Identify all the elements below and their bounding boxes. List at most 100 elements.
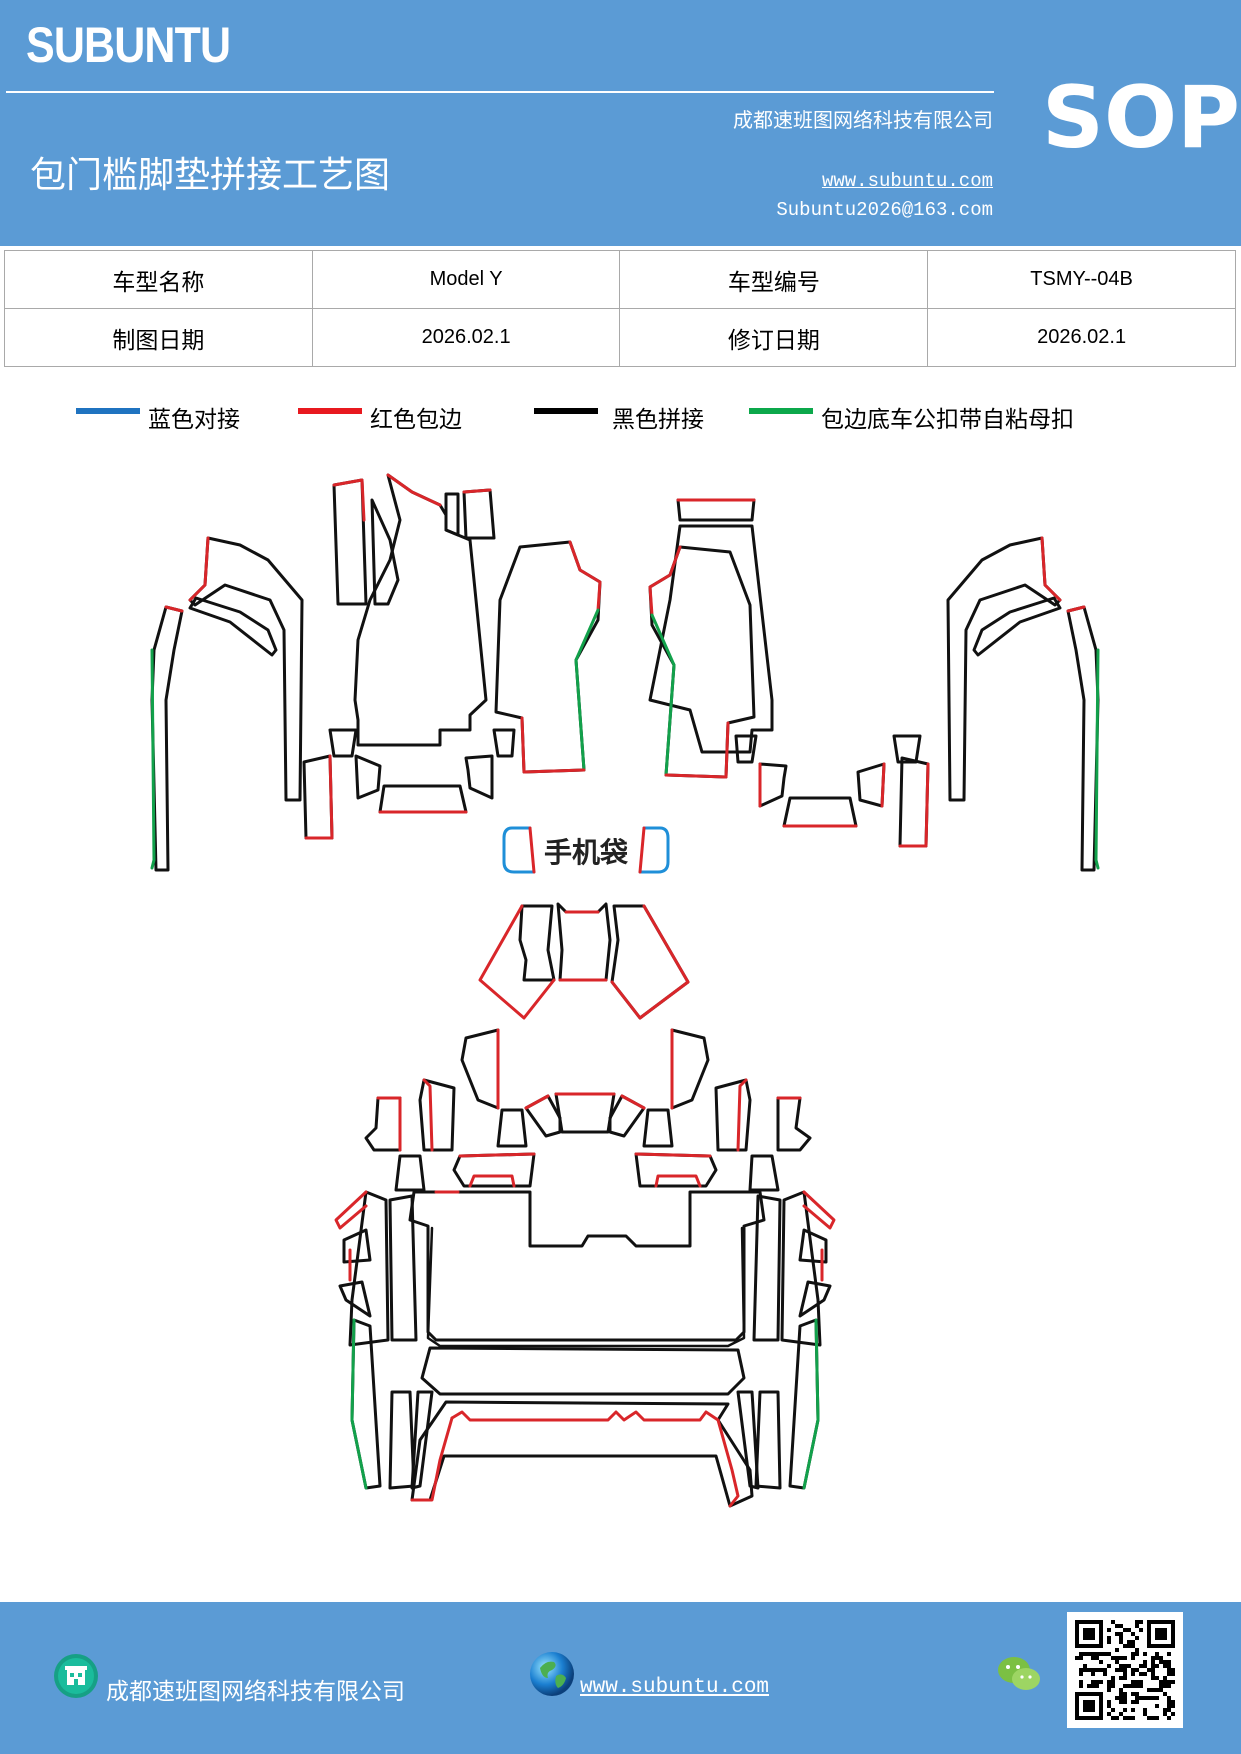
pocket-label: 手机袋 <box>544 836 629 869</box>
mat-edge-green <box>350 1318 368 1490</box>
mat-piece <box>524 1094 562 1138</box>
qr-code-graphic <box>1075 1620 1175 1720</box>
mat-edge-red <box>736 1078 748 1152</box>
mat-piece <box>892 734 922 764</box>
info-label-cell: 修订日期 <box>619 308 929 367</box>
mat-piece <box>518 904 556 982</box>
mat-piece <box>338 1280 372 1318</box>
mat-edge-red <box>898 762 930 848</box>
legend-item-black: 黑色拼接 <box>534 400 704 434</box>
mat-piece <box>452 1152 536 1188</box>
mat-piece <box>302 754 334 840</box>
header-divider <box>6 91 994 93</box>
qr-code-icon <box>1067 1612 1183 1728</box>
pocket-edge-red <box>638 826 646 874</box>
mat-piece <box>608 1094 646 1138</box>
mat-piece <box>776 1096 812 1152</box>
mat-edge-red <box>620 1094 646 1110</box>
info-value-cell: 2026.02.1 <box>927 308 1236 367</box>
mat-piece <box>388 1194 418 1342</box>
mat-piece <box>460 1028 500 1110</box>
page-title: 包门槛脚垫拼接工艺图 <box>30 155 391 196</box>
header-website-link[interactable]: www.subuntu.com <box>821 170 993 192</box>
mat-edge-green <box>1094 648 1100 870</box>
mat-piece <box>898 756 930 848</box>
mat-piece <box>642 1108 674 1148</box>
mat-piece <box>150 605 184 872</box>
mat-edge-red <box>1066 605 1086 613</box>
mat-piece <box>648 524 774 754</box>
info-label-cell: 车型名称 <box>4 250 313 309</box>
left-front-mats <box>150 473 602 872</box>
footer-banner: 成都速班图网络科技有限公司 www.subuntu.com <box>0 1602 1241 1754</box>
header-company-name: 成都速班图网络科技有限公司 <box>733 108 993 132</box>
mat-edge-green <box>574 608 600 772</box>
mat-piece <box>648 545 756 779</box>
mat-edge-red <box>332 478 366 522</box>
mat-piece <box>464 754 494 800</box>
legend-item-green: 包边底车公扣带自粘母扣 <box>749 400 1074 434</box>
mat-piece <box>670 1028 710 1110</box>
mat-piece <box>370 498 400 606</box>
mat-edge-red <box>880 762 886 808</box>
mat-piece <box>754 1390 782 1490</box>
mat-piece <box>556 902 612 982</box>
rear-mats <box>334 902 836 1508</box>
mat-piece <box>328 728 358 758</box>
brand-logo: SUBUNTU <box>26 17 231 73</box>
mat-piece <box>798 1280 832 1318</box>
mat-piece <box>1066 605 1100 872</box>
legend-swatch-black <box>534 408 598 414</box>
mat-piece <box>758 762 788 808</box>
mat-piece <box>736 1390 760 1490</box>
legend-swatch-green <box>749 408 813 414</box>
mat-piece <box>444 492 460 537</box>
mat-piece <box>426 1226 746 1348</box>
mat-piece <box>856 762 886 808</box>
mat-piece <box>394 1154 426 1192</box>
pocket-edge-red <box>528 826 536 874</box>
legend-label: 蓝色对接 <box>148 407 240 433</box>
mat-piece <box>410 1390 434 1490</box>
sop-badge: SOP <box>1042 68 1241 168</box>
mat-piece <box>342 1228 372 1264</box>
mat-edge-red <box>458 1152 536 1158</box>
pocket-edge-blue <box>638 826 670 874</box>
phone-pocket: 手机袋 <box>502 826 670 874</box>
legend-label: 包边底车公扣带自粘母扣 <box>821 407 1074 433</box>
legend-item-red: 红色包边 <box>298 400 462 434</box>
mat-piece <box>332 478 368 606</box>
mat-piece <box>364 1096 402 1152</box>
mat-piece <box>554 1092 616 1134</box>
info-value-cell: 2026.02.1 <box>311 308 621 367</box>
legend-item-blue: 蓝色对接 <box>76 400 240 434</box>
mat-piece <box>714 1078 752 1152</box>
footer-company-name: 成都速班图网络科技有限公司 <box>106 1679 405 1705</box>
mat-piece <box>420 1346 746 1396</box>
wechat-icon[interactable] <box>996 1654 1042 1694</box>
legend-label: 红色包边 <box>370 407 462 433</box>
mat-piece <box>462 488 496 540</box>
mat-edge-red <box>468 1174 516 1188</box>
mat-piece <box>492 728 516 758</box>
mat-edge-red <box>802 1190 836 1230</box>
info-label-cell: 车型编号 <box>619 250 929 309</box>
mat-piece <box>634 1152 718 1188</box>
mat-edge-red <box>610 904 690 1020</box>
mat-piece <box>734 734 758 764</box>
mat-piece <box>496 1108 528 1148</box>
mat-edge-red <box>462 488 492 494</box>
info-label-cell: 制图日期 <box>4 308 313 367</box>
header-email: Subuntu2026@163.com <box>776 199 993 221</box>
footer-website-link[interactable]: www.subuntu.com <box>580 1676 770 1699</box>
mat-edge-red <box>664 721 730 779</box>
mat-edge-red <box>634 1152 712 1158</box>
info-value-cell: TSMY--04B <box>927 250 1236 309</box>
mat-piece <box>188 596 278 657</box>
mat-edge-red <box>386 473 442 507</box>
mat-piece <box>410 1400 754 1508</box>
mat-edge-red <box>520 716 586 774</box>
building-icon <box>54 1654 98 1698</box>
